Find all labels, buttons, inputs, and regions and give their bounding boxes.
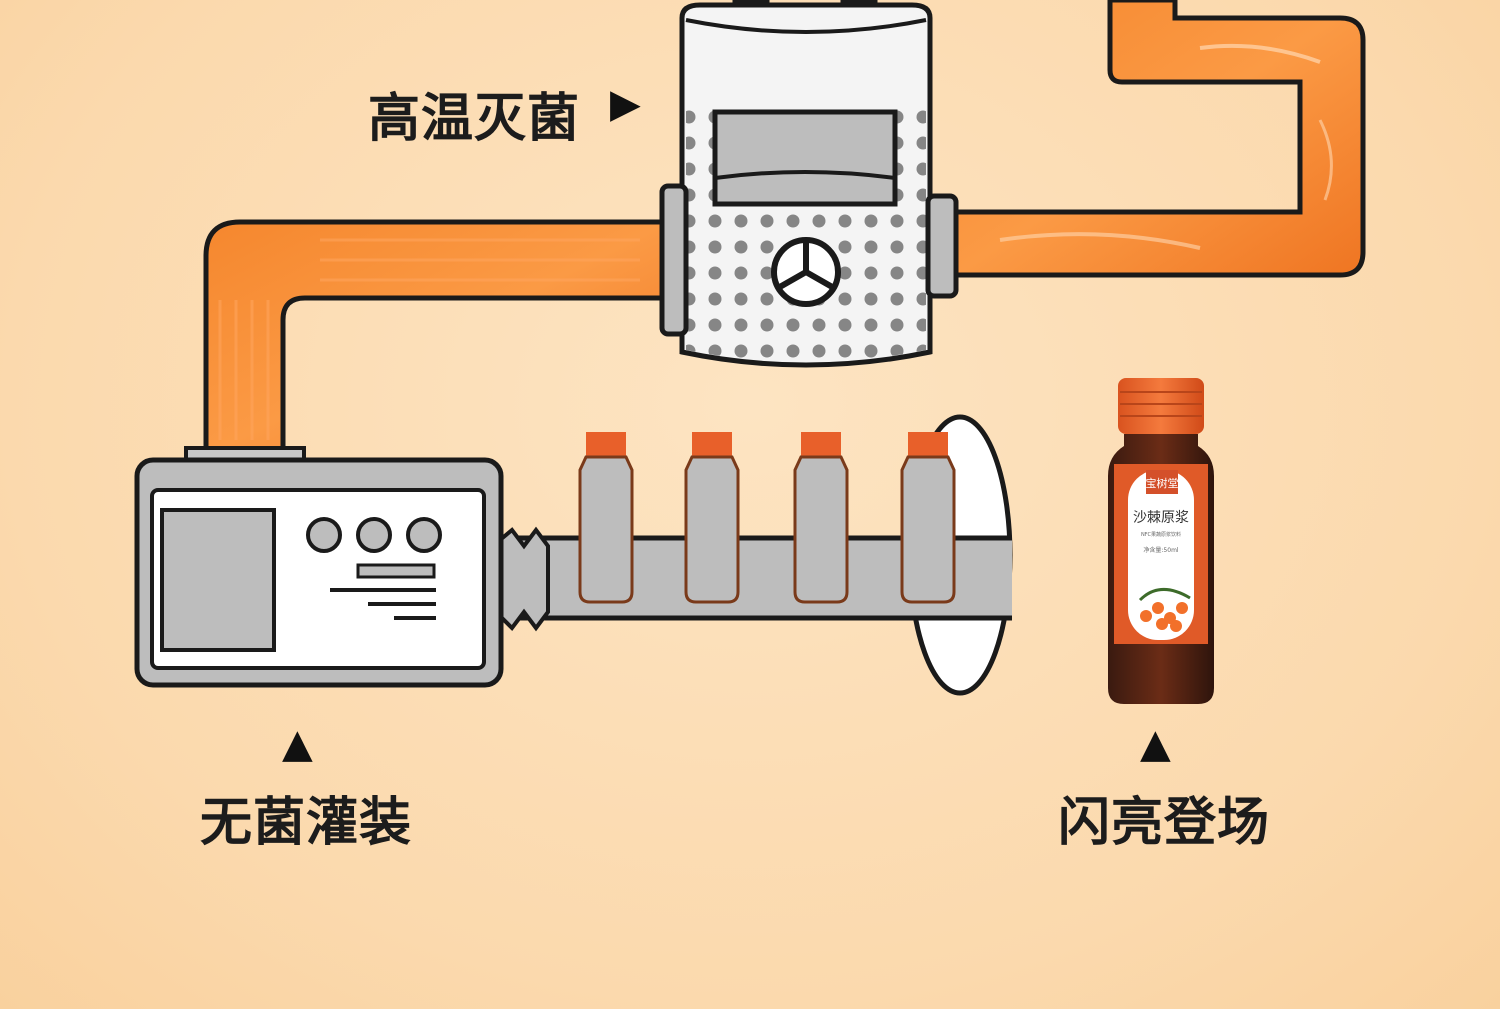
up-triangle-icon: ▲ (282, 721, 313, 767)
small-bottle (578, 432, 634, 604)
bottle-product-name: 沙棘原浆 (1133, 510, 1189, 526)
pipe-top-right (952, 0, 1366, 278)
small-bottle (793, 432, 849, 604)
up-triangle-icon: ▲ (1140, 721, 1171, 767)
orange-berries-icon (1138, 588, 1191, 632)
filled-bottles (578, 432, 956, 604)
sterilizer-tank (659, 0, 959, 368)
pipe-left (203, 219, 671, 458)
right-triangle-icon: ▶ (610, 81, 641, 127)
filling-machine (134, 446, 504, 688)
small-bottle (684, 432, 740, 604)
product-bottle (1108, 378, 1214, 704)
step-label-sterilize: 高温灭菌 (368, 89, 581, 149)
bottle-subtitle: NFC果蔬原浆饮料 (1141, 531, 1181, 538)
valve-wheel-icon (771, 237, 841, 307)
small-bottle (900, 432, 956, 604)
bottle-brand: 宝树堂 (1146, 476, 1179, 490)
step-label-debut: 闪亮登场 (1058, 793, 1271, 853)
bottle-net-content: 净含量:50ml (1143, 546, 1179, 554)
step-label-fill: 无菌灌装 (200, 793, 413, 853)
